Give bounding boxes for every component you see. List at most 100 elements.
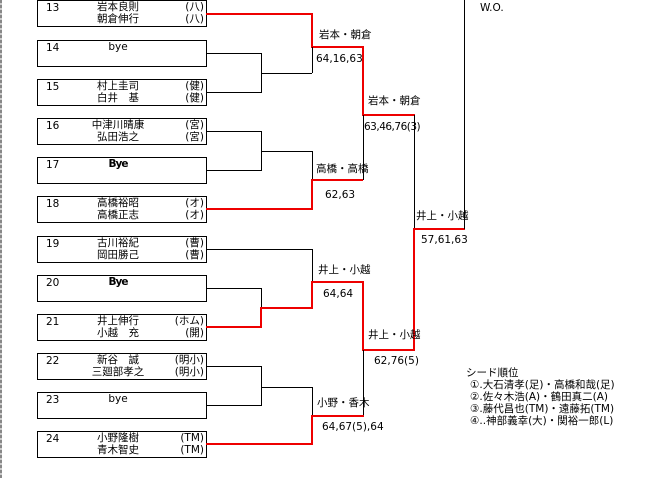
bracket-line <box>464 0 465 229</box>
entry-number: 15 <box>46 81 60 93</box>
entry-number: 13 <box>46 2 60 14</box>
entry-box: 22 新谷 誠 (明小) 三廻部孝之 (明小) <box>37 353 207 380</box>
bracket-line <box>261 387 312 388</box>
player-name: Bye <box>108 158 129 170</box>
bracket-line <box>206 288 261 289</box>
bracket-line <box>261 366 262 406</box>
bracket-line <box>261 73 312 74</box>
window-edge <box>0 0 2 478</box>
entry-box: 16 中津川晴康 (宮) 弘田浩之 (宮) <box>37 118 207 145</box>
bracket-line <box>206 131 261 132</box>
player-affiliation: (八) <box>185 1 204 13</box>
player-name: 高橋裕昭 <box>97 197 139 209</box>
player-affiliation: (TM) <box>180 444 204 456</box>
winner-line <box>362 46 364 116</box>
winner-line <box>362 281 364 351</box>
r2a-winner: 岩本・朝倉 <box>319 29 372 41</box>
player-affiliation: (オ) <box>185 209 204 221</box>
bracket-line <box>312 249 313 282</box>
r4-winner: 井上・小越 <box>416 210 469 222</box>
player-affiliation: (健) <box>185 80 204 92</box>
entry-number: 21 <box>46 316 60 328</box>
entry-number: 23 <box>46 394 60 406</box>
bracket-line <box>206 170 261 171</box>
bracket-line <box>206 366 261 367</box>
r2c-score: 64,64 <box>323 288 354 300</box>
winner-line <box>206 443 313 445</box>
player-affiliation: (明小) <box>174 366 204 378</box>
player-name: Bye <box>108 276 129 288</box>
seed-list: シード順位 ①.大石清孝(足)・高橋和哉(足) ②.佐々木浩(A)・鶴田真二(A… <box>466 367 615 427</box>
seed-item: ④..神部義幸(大)・関裕一郎(L) <box>470 415 614 427</box>
winner-line <box>311 415 364 417</box>
player-affiliation: (TM) <box>180 432 204 444</box>
entry-box: 24 小野隆樹 (TM) 青木智史 (TM) <box>37 431 207 458</box>
bracket-line <box>261 151 312 152</box>
winner-line <box>206 208 313 210</box>
entry-number: 18 <box>46 198 60 210</box>
r2b-winner: 高橋・高橋 <box>316 163 369 175</box>
bracket-line <box>206 53 261 54</box>
player-affiliation: (宮) <box>185 131 204 143</box>
seed-item: ①.大石清孝(足)・高橋和哉(足) <box>470 379 615 391</box>
r3a-score: 63,46,76(3) <box>364 121 421 133</box>
winner-line <box>413 228 415 351</box>
seed-item: ③.藤代昌也(TM)・遠藤拓(TM) <box>470 403 615 415</box>
bracket-line <box>312 387 313 416</box>
r3b-winner: 井上・小越 <box>368 329 421 341</box>
bracket-line <box>261 288 262 308</box>
player-affiliation: (オ) <box>185 197 204 209</box>
entry-box: 18 高橋裕昭 (オ) 高橋正志 (オ) <box>37 196 207 223</box>
entry-number: 24 <box>46 433 60 445</box>
entry-box: 20 Bye <box>37 275 207 302</box>
winner-line <box>311 179 363 181</box>
winner-line <box>362 114 415 116</box>
entry-box: 19 古川裕紀 (曹) 岡田勝己 (曹) <box>37 236 207 263</box>
player-name: 高橋正志 <box>97 209 139 221</box>
entry-box: 21 井上伸行 (ホム) 小越 充 (開) <box>37 314 207 341</box>
r2b-score: 62,63 <box>325 189 356 201</box>
player-affiliation: (曹) <box>185 237 204 249</box>
r2d-score: 64,67(5),64 <box>322 421 384 433</box>
r2d-winner: 小野・香木 <box>317 397 370 409</box>
player-affiliation: (曹) <box>185 249 204 261</box>
entry-box: 14 bye <box>37 40 207 67</box>
player-name: 朝倉伸行 <box>97 13 139 25</box>
winner-line <box>311 46 364 48</box>
entry-number: 19 <box>46 238 60 250</box>
winner-line <box>362 349 415 351</box>
player-name: 青木智史 <box>97 444 139 456</box>
r4-score: 57,61,63 <box>421 234 468 246</box>
player-name: bye <box>108 393 128 405</box>
entry-box: 23 bye <box>37 392 207 419</box>
seed-title: シード順位 <box>466 367 519 379</box>
bracket-line <box>363 350 364 416</box>
seed-item: ②.佐々木浩(A)・鶴田真二(A) <box>470 391 609 403</box>
entry-number: 14 <box>46 42 60 54</box>
player-name: 三廻部孝之 <box>91 366 145 378</box>
player-affiliation: (ホム) <box>174 315 204 327</box>
entry-box: 15 村上圭司 (健) 白井 基 (健) <box>37 79 207 106</box>
winner-line <box>206 326 262 328</box>
player-name: 小越 充 <box>97 327 139 339</box>
winner-line <box>413 228 465 230</box>
player-name: 中津川晴康 <box>91 119 145 131</box>
entry-number: 17 <box>46 159 60 171</box>
r2c-winner: 井上・小越 <box>318 264 371 276</box>
player-affiliation: (宮) <box>185 119 204 131</box>
winner-line <box>311 281 313 309</box>
player-name: 井上伸行 <box>97 315 139 327</box>
player-name: 古川裕紀 <box>97 237 139 249</box>
player-name: 小野隆樹 <box>97 432 139 444</box>
entry-number: 16 <box>46 120 60 132</box>
r3b-score: 62,76(5) <box>374 355 419 367</box>
bracket-line <box>206 92 261 93</box>
entry-box: 13 岩本良則 (八) 朝倉伸行 (八) <box>37 0 207 27</box>
entry-number: 20 <box>46 277 60 289</box>
winner-line <box>260 307 313 309</box>
bracket-line <box>312 47 313 73</box>
entry-box: 17 Bye <box>37 157 207 184</box>
bracket-line <box>414 115 415 229</box>
winner-line <box>311 281 364 283</box>
winner-line <box>206 13 313 15</box>
